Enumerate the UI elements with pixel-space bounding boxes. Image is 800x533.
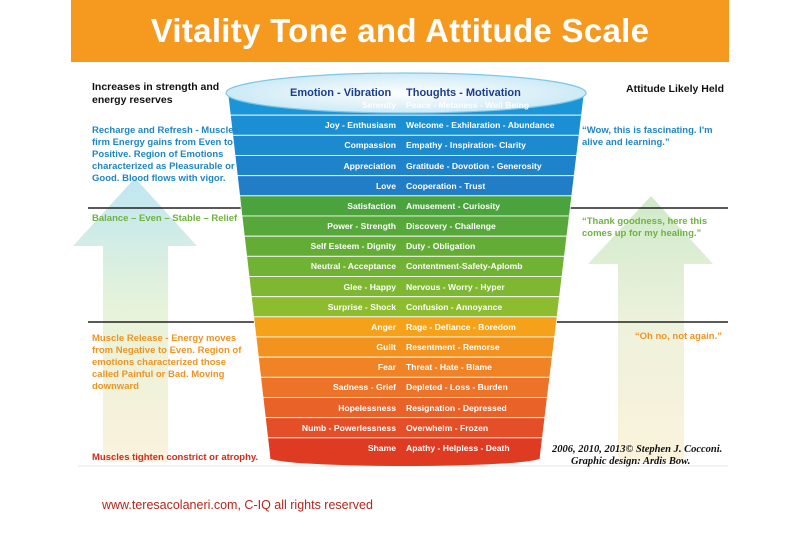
left-arrow-shape [73, 178, 197, 462]
title-bar: Vitality Tone and Attitude Scale [71, 0, 729, 62]
row-thought: Resentment - Remorse [406, 342, 500, 353]
row-emotion: Surprise - Shock [327, 301, 396, 312]
row-emotion: Appreciation [343, 160, 396, 171]
attitude-balance: “Thank goodness, here this comes up for … [582, 216, 708, 239]
row-thought: Confusion - Annoyance [406, 301, 503, 312]
row-thought: Depleted - Loss - Burden [406, 382, 508, 393]
row-emotion: Anger [371, 321, 396, 332]
row-emotion: Self Esteem - Dignity [310, 241, 396, 252]
row-emotion: Guilt [376, 342, 396, 353]
row-emotion: Compassion [344, 140, 396, 151]
row-thought: Threat - Hate - Blame [406, 362, 492, 373]
row-thought: Overwhelm - Frozen [406, 422, 489, 433]
row-emotion: Neutral - Acceptance [310, 261, 396, 272]
right-arrow-shape [588, 196, 713, 462]
credit-line-1: 2006, 2010, 2013© Stephen J. Cocconi. [552, 444, 723, 455]
funnel-rim [225, 72, 587, 114]
row-thought: Duty - Obligation [406, 241, 476, 252]
row-emotion: Satisfaction [347, 200, 396, 211]
row-thought: Rage - Defiance - Boredom [406, 321, 516, 332]
row-emotion: Fear [377, 362, 396, 373]
row-thought: Amusement - Curiosity [406, 200, 501, 211]
row-thought: Resignation - Depressed [406, 402, 507, 413]
row-emotion: Joy - Enthusiasm [324, 120, 396, 131]
row-thought: Gratitude - Dovotion - Generosity [406, 160, 542, 171]
note-positive: Recharge and Refresh - Muscles firm Ener… [92, 125, 239, 184]
funnel-base [270, 450, 540, 466]
row-emotion: Shame [367, 442, 396, 453]
row-thought: Peace - Metaness - Well Being [406, 100, 530, 111]
note-balance: Balance – Even – Stable – Relief [92, 213, 238, 224]
footer-copyright: www.teresacolaneri.com, C-IQ all rights … [102, 498, 373, 512]
row-thought: Cooperation - Trust [406, 180, 486, 191]
row-thought: Welcome - Exhilaration - Abundance [406, 120, 555, 131]
right-header: Attitude Likely Held [625, 83, 724, 95]
page-title: Vitality Tone and Attitude Scale [150, 12, 650, 49]
row-emotion: Serenity [362, 100, 396, 111]
row-emotion: Hopelessness [338, 402, 396, 413]
row-emotion: Love [375, 180, 396, 191]
row-thought: Nervous - Worry - Hyper [406, 281, 505, 292]
note-negative: Muscle Release - Energy moves from Negat… [92, 333, 242, 392]
credit-line-2: Graphic design: Ardis Bow. [571, 456, 691, 467]
row-thought: Discovery - Challenge [406, 221, 496, 232]
row-emotion: Numb - Powerlessness [301, 422, 396, 433]
note-bottom: Muscles tighten constrict or atrophy. [92, 452, 259, 463]
attitude-positive: “Wow, this is fascinating. I'm alive and… [582, 125, 713, 148]
row-thought: Contentment-Safety-Aplomb [406, 261, 523, 272]
left-header: Increases in strength and energy reserve… [92, 81, 220, 106]
row-thought: Apathy - Helpless - Death [406, 442, 510, 453]
row-emotion: Sadness - Grief [332, 382, 396, 393]
row-thought: Empathy - Inspiration- Clarity [406, 140, 526, 151]
row-emotion: Power - Strength [327, 221, 396, 232]
emotion-header: Emotion - Vibration [290, 87, 392, 99]
row-emotion: Glee - Happy [343, 281, 396, 292]
thoughts-header: Thoughts - Motivation [406, 87, 521, 99]
attitude-negative: “Oh no, not again.” [634, 331, 722, 342]
